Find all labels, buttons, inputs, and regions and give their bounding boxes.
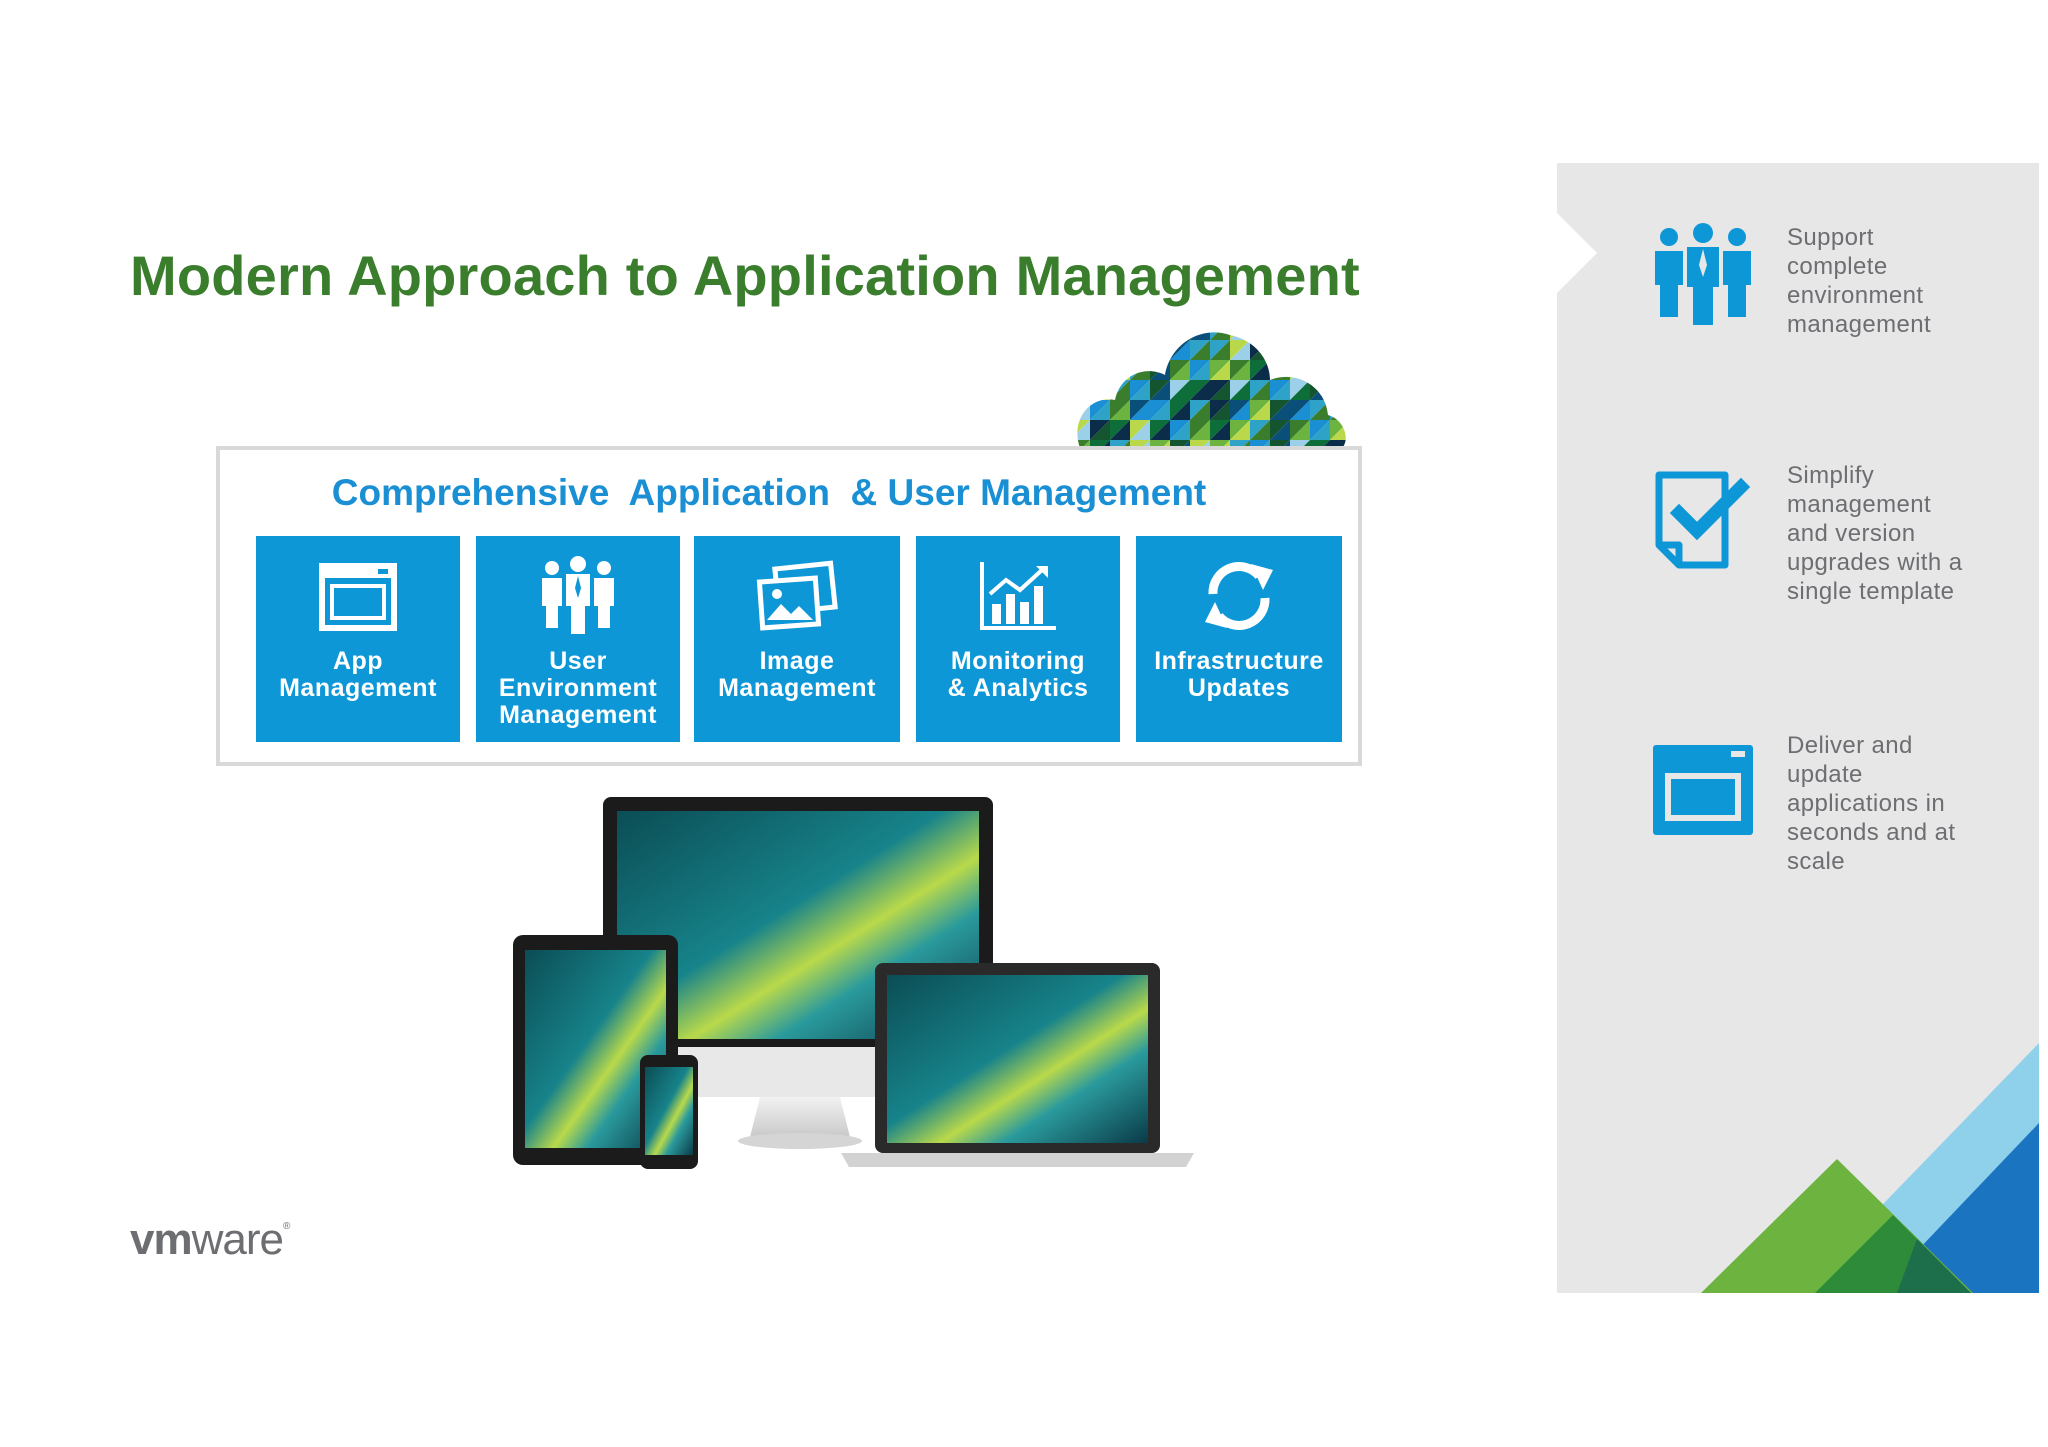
cloud-mosaic-icon — [1077, 332, 1346, 449]
app-window-icon — [319, 563, 397, 631]
page-title: Modern Approach to Application Managemen… — [130, 244, 1360, 307]
panel-title: Comprehensive Application & User Managem… — [331, 472, 1207, 513]
management-panel: Comprehensive Application & User Managem… — [216, 446, 1362, 766]
checklist-icon — [1655, 471, 1751, 569]
side-panel-notch — [1557, 213, 1597, 293]
devices-illustration — [513, 797, 1194, 1169]
image-icon — [756, 560, 838, 631]
users-icon — [1655, 223, 1751, 325]
decorative-triangles — [1701, 1043, 2039, 1293]
tile-monitoring-analytics[interactable]: Monitoring& Analytics — [916, 536, 1120, 742]
users-icon — [542, 556, 614, 634]
tile-label: Monitoring& Analytics — [947, 647, 1089, 702]
app-window-icon — [1653, 745, 1753, 835]
chart-icon — [980, 562, 1056, 630]
refresh-icon — [1205, 562, 1273, 630]
vmware-logo: vmware® — [130, 1215, 290, 1264]
